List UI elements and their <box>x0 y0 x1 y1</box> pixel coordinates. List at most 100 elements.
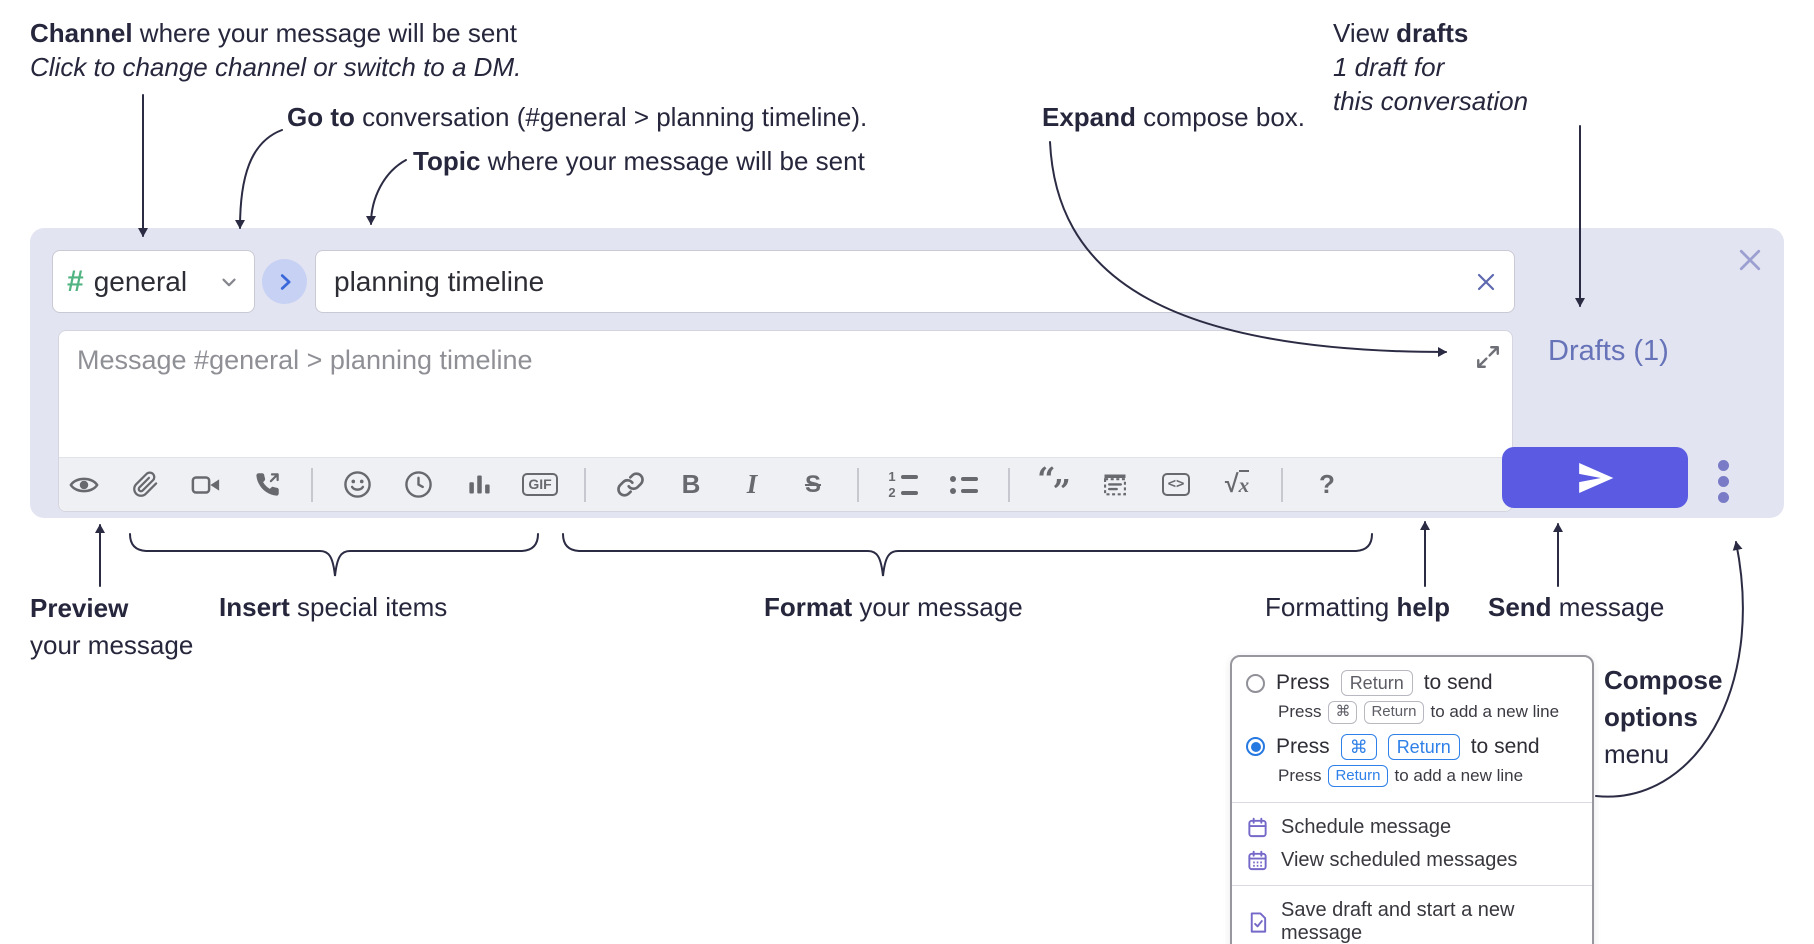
math-x-glyph: x <box>1238 470 1250 498</box>
topic-annotation: Topic where your message will be sent <box>413 144 865 178</box>
compose-toolbar: GIF B I S 1 <box>59 457 1512 511</box>
channel-hash-icon: # <box>67 264 84 298</box>
global-time-button[interactable] <box>401 468 435 502</box>
clear-x-icon <box>1474 270 1498 294</box>
preview-annotation: Preview your message <box>30 590 193 664</box>
expand-compose-button[interactable] <box>1474 343 1502 371</box>
kbd-return-blue: Return <box>1328 764 1388 788</box>
save-draft-document-icon <box>1246 911 1269 934</box>
channel-name: general <box>93 265 188 297</box>
attach-file-button[interactable] <box>128 468 162 502</box>
menu-item-save-draft[interactable]: Save draft and start a new message <box>1232 894 1592 944</box>
goto-annotation: Go to conversation (#general > planning … <box>287 100 867 134</box>
link-button[interactable] <box>613 468 647 502</box>
radio-unselected-icon[interactable] <box>1246 673 1265 693</box>
enter-sends-option[interactable]: Press Return to send <box>1232 667 1592 699</box>
enter-sends-press: Press <box>1276 671 1330 695</box>
sub-press: Press <box>1278 765 1322 785</box>
clock-icon <box>404 470 433 499</box>
format-annotation-bold: Format <box>764 592 853 622</box>
preview-button[interactable] <box>67 468 101 502</box>
insert-annotation-rest: special items <box>289 592 448 622</box>
insert-annotation-bold: Insert <box>219 592 290 622</box>
compose-options-menu-button[interactable] <box>1711 458 1735 504</box>
topic-arrow <box>366 159 407 225</box>
voice-call-button[interactable] <box>250 468 284 502</box>
question-mark-icon: ? <box>1319 469 1335 499</box>
ellipsis-dot <box>1717 475 1729 487</box>
channel-annotation: Channel where your message will be sent … <box>30 16 521 84</box>
math-button[interactable]: √x <box>1220 468 1254 502</box>
menu-item-view-scheduled[interactable]: View scheduled messages <box>1232 844 1592 877</box>
topic-input[interactable] <box>316 265 1466 298</box>
cmd-enter-sends-subtext: Press Return to add a new line <box>1232 763 1592 794</box>
drafts-annotation-pre: View <box>1333 18 1397 48</box>
spoiler-button[interactable] <box>1098 468 1132 502</box>
channel-annotation-italic: Click to change channel or switch to a D… <box>30 52 522 82</box>
compose-options-bold2: options <box>1604 702 1698 732</box>
menu-item-schedule-message[interactable]: Schedule message <box>1232 811 1592 844</box>
compose-options-annotation: Compose options menu <box>1604 662 1722 773</box>
chevron-right-icon <box>274 271 296 293</box>
numbered-list-button[interactable]: 1 2 <box>886 468 920 502</box>
emoji-button[interactable] <box>340 468 374 502</box>
clear-topic-button[interactable] <box>1466 262 1506 302</box>
gif-button[interactable]: GIF <box>522 468 558 502</box>
goto-annotation-rest: conversation (#general > planning timeli… <box>354 102 868 132</box>
preview-annotation-bold: Preview <box>30 593 129 623</box>
sub-rest: to add a new line <box>1394 765 1524 785</box>
numbered-list-icon: 1 2 <box>888 470 918 500</box>
go-to-conversation-button[interactable] <box>262 259 307 304</box>
bold-icon: B <box>681 469 701 499</box>
video-call-button[interactable] <box>189 468 223 502</box>
send-button[interactable] <box>1502 447 1688 508</box>
menu-item-label: Save draft and start a new message <box>1281 899 1515 944</box>
quote-close-glyph: ” <box>1052 471 1071 510</box>
format-annotation: Format your message <box>764 590 1023 624</box>
channel-selector[interactable]: # general <box>52 250 255 313</box>
code-button[interactable]: <> <box>1159 468 1193 502</box>
send-paper-plane-icon <box>1575 458 1615 498</box>
quote-button[interactable]: “ ” <box>1037 463 1071 510</box>
eye-icon <box>69 470 99 500</box>
enter-sends-subtext: Press ⌘ Return to add a new line <box>1232 699 1592 730</box>
compose-box: # general <box>30 228 1784 518</box>
insert-annotation: Insert special items <box>219 590 447 624</box>
drafts-annotation: View drafts 1 draft for this conversatio… <box>1333 16 1528 118</box>
message-input[interactable] <box>59 331 1512 457</box>
radio-selected-icon[interactable] <box>1246 737 1265 757</box>
channel-annotation-rest: where your message will be sent <box>132 18 517 48</box>
calendar-grid-icon <box>1246 849 1269 872</box>
toolbar-separator <box>311 467 313 502</box>
video-camera-icon <box>191 470 221 500</box>
link-icon <box>616 470 645 499</box>
send-annotation-rest: message <box>1551 592 1665 622</box>
bold-button[interactable]: B <box>674 468 708 502</box>
menu-item-label: View scheduled messages <box>1281 849 1518 872</box>
insert-brace <box>129 533 539 577</box>
close-compose-button[interactable] <box>1734 244 1766 276</box>
spoiler-icon <box>1101 471 1129 499</box>
drafts-link[interactable]: Drafts (1) <box>1542 334 1675 369</box>
preview-annotation-line2: your message <box>30 630 194 660</box>
bulleted-list-button[interactable] <box>947 468 981 502</box>
strikethrough-button[interactable]: S <box>796 468 830 502</box>
bulleted-list-icon <box>950 475 978 494</box>
paperclip-icon <box>132 471 159 498</box>
poll-button[interactable] <box>462 468 496 502</box>
italic-button[interactable]: I <box>735 468 769 502</box>
calendar-icon <box>1246 816 1269 839</box>
channel-annotation-bold: Channel <box>30 18 133 48</box>
message-formatting-help-button[interactable]: ? <box>1310 468 1344 502</box>
kbd-return: Return <box>1340 670 1413 697</box>
message-box: GIF B I S 1 <box>58 330 1513 512</box>
cmd-enter-sends-option[interactable]: Press ⌘ Return to send <box>1232 731 1592 763</box>
drafts-annotation-line2: 1 draft for <box>1333 52 1445 82</box>
toolbar-separator <box>1008 467 1010 502</box>
format-annotation-rest: your message <box>852 592 1023 622</box>
ol-digit-2: 2 <box>888 484 896 500</box>
code-icon: <> <box>1161 473 1191 496</box>
topic-field-container <box>315 250 1515 313</box>
menu-divider <box>1232 885 1592 887</box>
